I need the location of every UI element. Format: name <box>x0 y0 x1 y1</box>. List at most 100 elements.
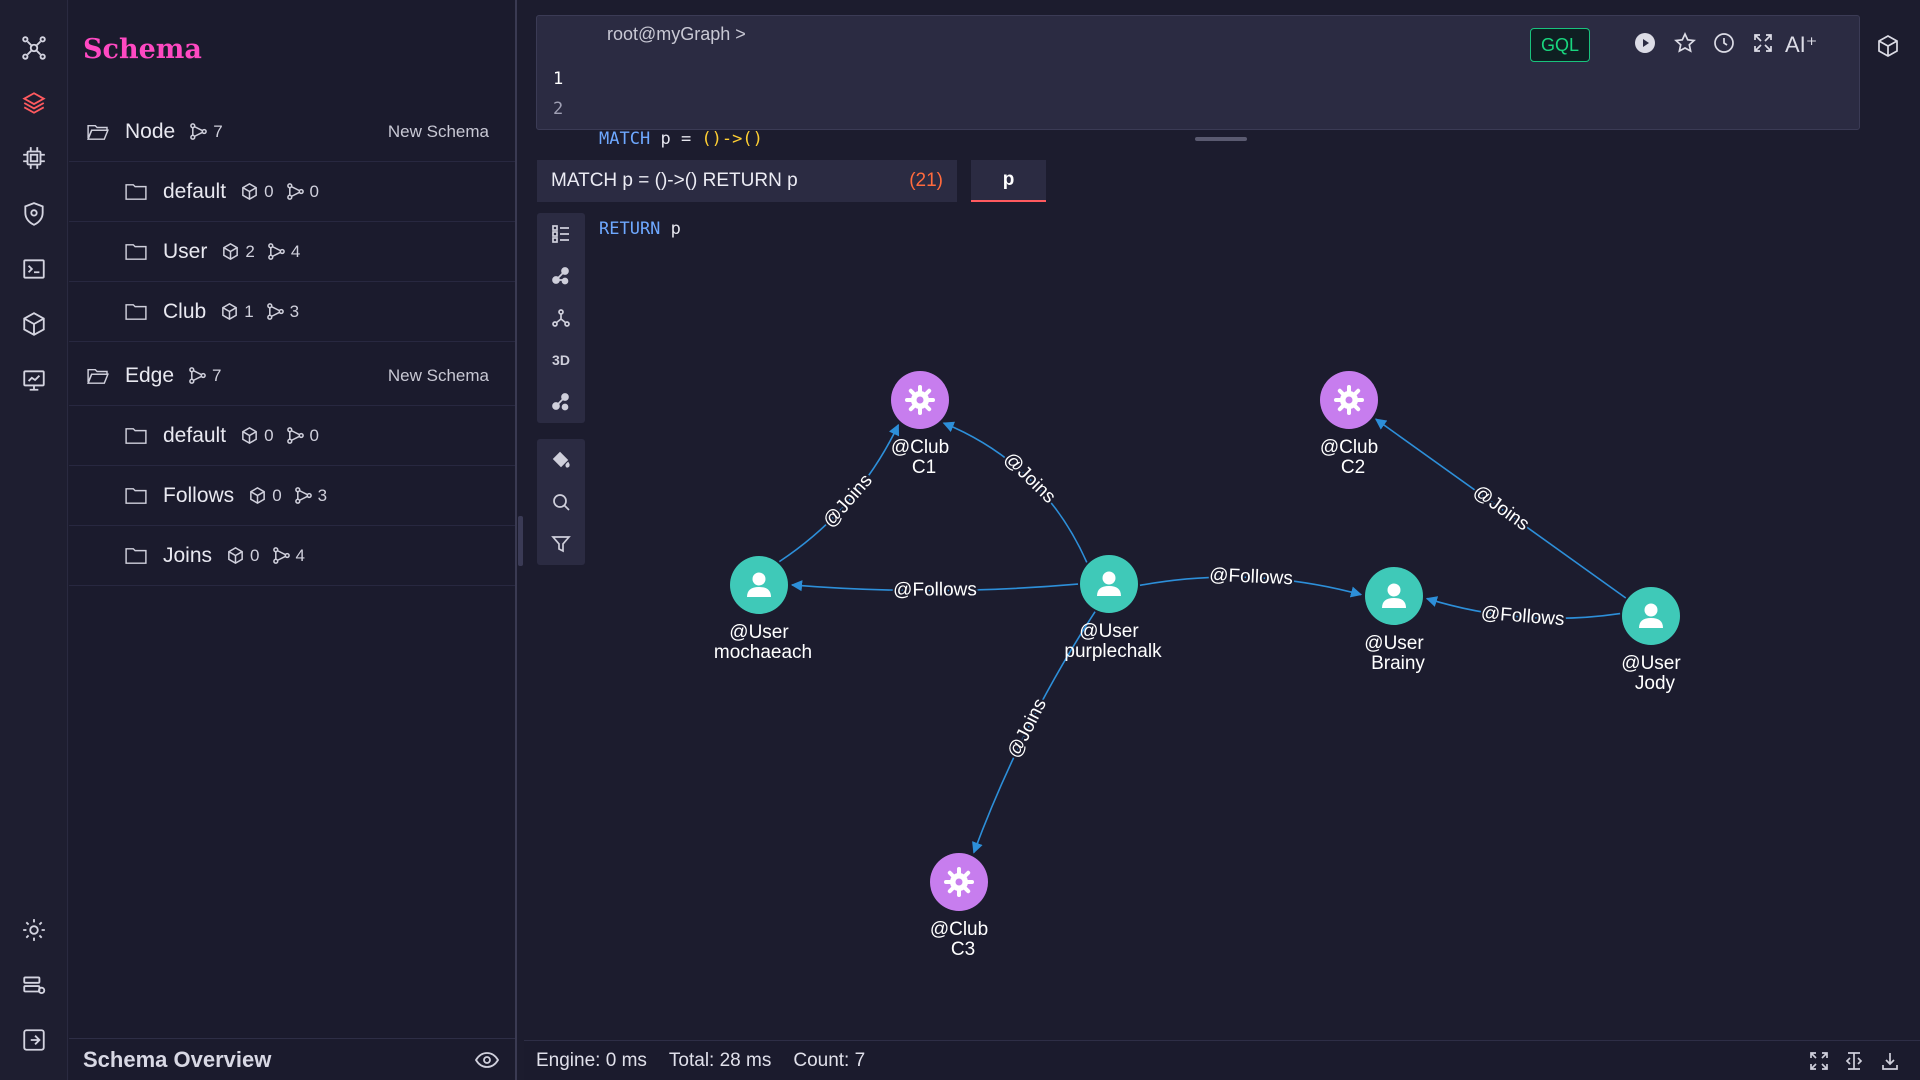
shield-icon[interactable] <box>18 198 50 230</box>
console-icon[interactable] <box>18 253 50 285</box>
line-number: 2 <box>553 99 564 119</box>
schema-overview-bar[interactable]: Schema Overview <box>69 1038 515 1080</box>
result-alias-tab[interactable]: p <box>971 160 1046 202</box>
edge-count: 7 <box>213 121 223 141</box>
editor-resize-handle[interactable] <box>1195 137 1247 141</box>
layout-icon[interactable] <box>537 297 585 339</box>
expand-icon[interactable] <box>1748 28 1778 58</box>
graph-edge[interactable]: @Follows <box>1425 596 1621 632</box>
code-area[interactable]: MATCH p = ()->() RETURN p <box>599 64 763 304</box>
branch-icon <box>266 303 284 320</box>
monitor-icon[interactable] <box>18 364 50 396</box>
schema-item-label: User <box>163 239 208 263</box>
eye-icon[interactable] <box>474 1050 500 1070</box>
schema-item-label: default <box>163 179 227 203</box>
ai-assistant-button[interactable]: AI⁺ <box>1785 32 1818 57</box>
node-name-label: C2 <box>1341 457 1365 478</box>
layers-icon[interactable] <box>18 87 50 119</box>
branch-icon <box>286 183 304 200</box>
graph-canvas[interactable]: @Joins@Joins@Joins@Joins@Follows@Follows… <box>600 220 1860 1040</box>
graph-edge[interactable]: @Follows <box>1139 563 1363 598</box>
new-schema-button-edge[interactable]: New Schema <box>387 365 489 385</box>
schema-item-edge-default[interactable]: default 0 0 <box>69 406 515 466</box>
node-name-label: purplechalk <box>1064 641 1162 662</box>
user-icon <box>1639 603 1663 628</box>
prop-count: 0 <box>272 485 282 505</box>
graph-svg[interactable]: @Joins@Joins@Joins@Joins@Follows@Follows… <box>600 220 1860 1040</box>
total-time: Total: 28 ms <box>668 1049 772 1071</box>
schema-item-edge-follows[interactable]: Follows 0 3 <box>69 466 515 526</box>
node-name-label: mochaeach <box>714 642 812 663</box>
language-badge[interactable]: GQL <box>1530 28 1590 62</box>
cpu-icon[interactable] <box>18 142 50 174</box>
nodes-layer: @ClubC1@ClubC2@ClubC3@Usermochaeach@User… <box>714 371 1681 960</box>
graph-edge[interactable]: @Follows <box>790 577 1079 603</box>
graph-edge[interactable]: @Joins <box>778 423 900 563</box>
schema-group-edge[interactable]: Edge 7 New Schema <box>69 346 515 406</box>
graph-prompt: root@myGraph > <box>607 24 746 44</box>
prop-count-meta: 0 <box>240 426 274 446</box>
history-icon[interactable] <box>1709 28 1739 58</box>
branch-icon <box>189 367 206 384</box>
star-icon[interactable] <box>1670 28 1700 58</box>
graph-view-icon[interactable] <box>537 255 585 297</box>
gear-icon[interactable] <box>18 914 50 946</box>
run-icon[interactable] <box>1630 28 1660 58</box>
result-tab-query[interactable]: MATCH p = ()->() RETURN p (21) <box>537 160 957 202</box>
graph-edge[interactable]: @Joins <box>942 421 1088 563</box>
server-settings-icon[interactable] <box>18 969 50 1001</box>
code-pattern: ()->() <box>701 129 763 149</box>
schema-item-node-club[interactable]: Club 1 3 <box>69 282 515 342</box>
prop-count: 1 <box>244 301 254 321</box>
line-numbers: 1 2 <box>553 64 563 124</box>
prop-count-meta: 1 <box>220 301 254 322</box>
edge-label: @Follows <box>893 579 977 600</box>
schema-overview-label: Schema Overview <box>83 1046 272 1072</box>
node-schema-label: @User <box>1364 633 1424 654</box>
paint-bucket-icon[interactable] <box>537 439 585 481</box>
search-icon[interactable] <box>537 481 585 523</box>
node-schema-label: @Club <box>930 919 988 940</box>
folder-icon <box>125 303 147 321</box>
fullscreen-icon[interactable] <box>1809 1051 1831 1073</box>
cube-icon[interactable] <box>18 308 50 340</box>
prop-count: 2 <box>245 241 255 261</box>
filter-icon[interactable] <box>537 523 585 565</box>
cluster-icon[interactable] <box>537 381 585 423</box>
node-name-label: Brainy <box>1371 653 1425 674</box>
branch-icon <box>190 123 208 140</box>
cube-small-icon <box>222 303 238 320</box>
code-keyword: RETURN <box>599 219 661 239</box>
schema-group-node[interactable]: Node 7 New Schema <box>69 102 515 162</box>
cube-outline-icon[interactable] <box>1873 31 1903 61</box>
list-view-icon[interactable] <box>537 213 585 255</box>
edge-count-meta: 3 <box>294 486 327 506</box>
download-icon[interactable] <box>1880 1051 1902 1073</box>
exit-icon[interactable] <box>18 1024 50 1056</box>
schema-item-node-user[interactable]: User 2 4 <box>69 222 515 282</box>
code-variable: p <box>670 219 681 239</box>
schema-item-edge-joins[interactable]: Joins 0 4 <box>69 526 515 586</box>
schema-group-label: Edge <box>125 363 175 387</box>
query-editor[interactable]: root@myGraph > 1 2 MATCH p = ()->() RETU… <box>536 15 1860 239</box>
schema-item-node-default[interactable]: default 0 0 <box>69 162 515 222</box>
edge-count: 3 <box>289 301 300 321</box>
3d-view-button[interactable]: 3D <box>552 352 570 368</box>
cube-small-icon <box>223 243 239 260</box>
panel-resize-handle[interactable] <box>518 516 523 566</box>
node-name-label: C1 <box>912 457 936 478</box>
graph-network-icon[interactable] <box>18 32 50 64</box>
new-schema-button-node[interactable]: New Schema <box>387 121 489 141</box>
prop-count: 0 <box>264 181 274 201</box>
code-keyword: MATCH <box>599 129 651 149</box>
schema-panel: Schema Node 7 New Schema default 0 0 Use… <box>69 0 517 1080</box>
graph-edge[interactable]: @Joins <box>1374 418 1627 599</box>
split-view-icon[interactable] <box>1844 1051 1866 1073</box>
